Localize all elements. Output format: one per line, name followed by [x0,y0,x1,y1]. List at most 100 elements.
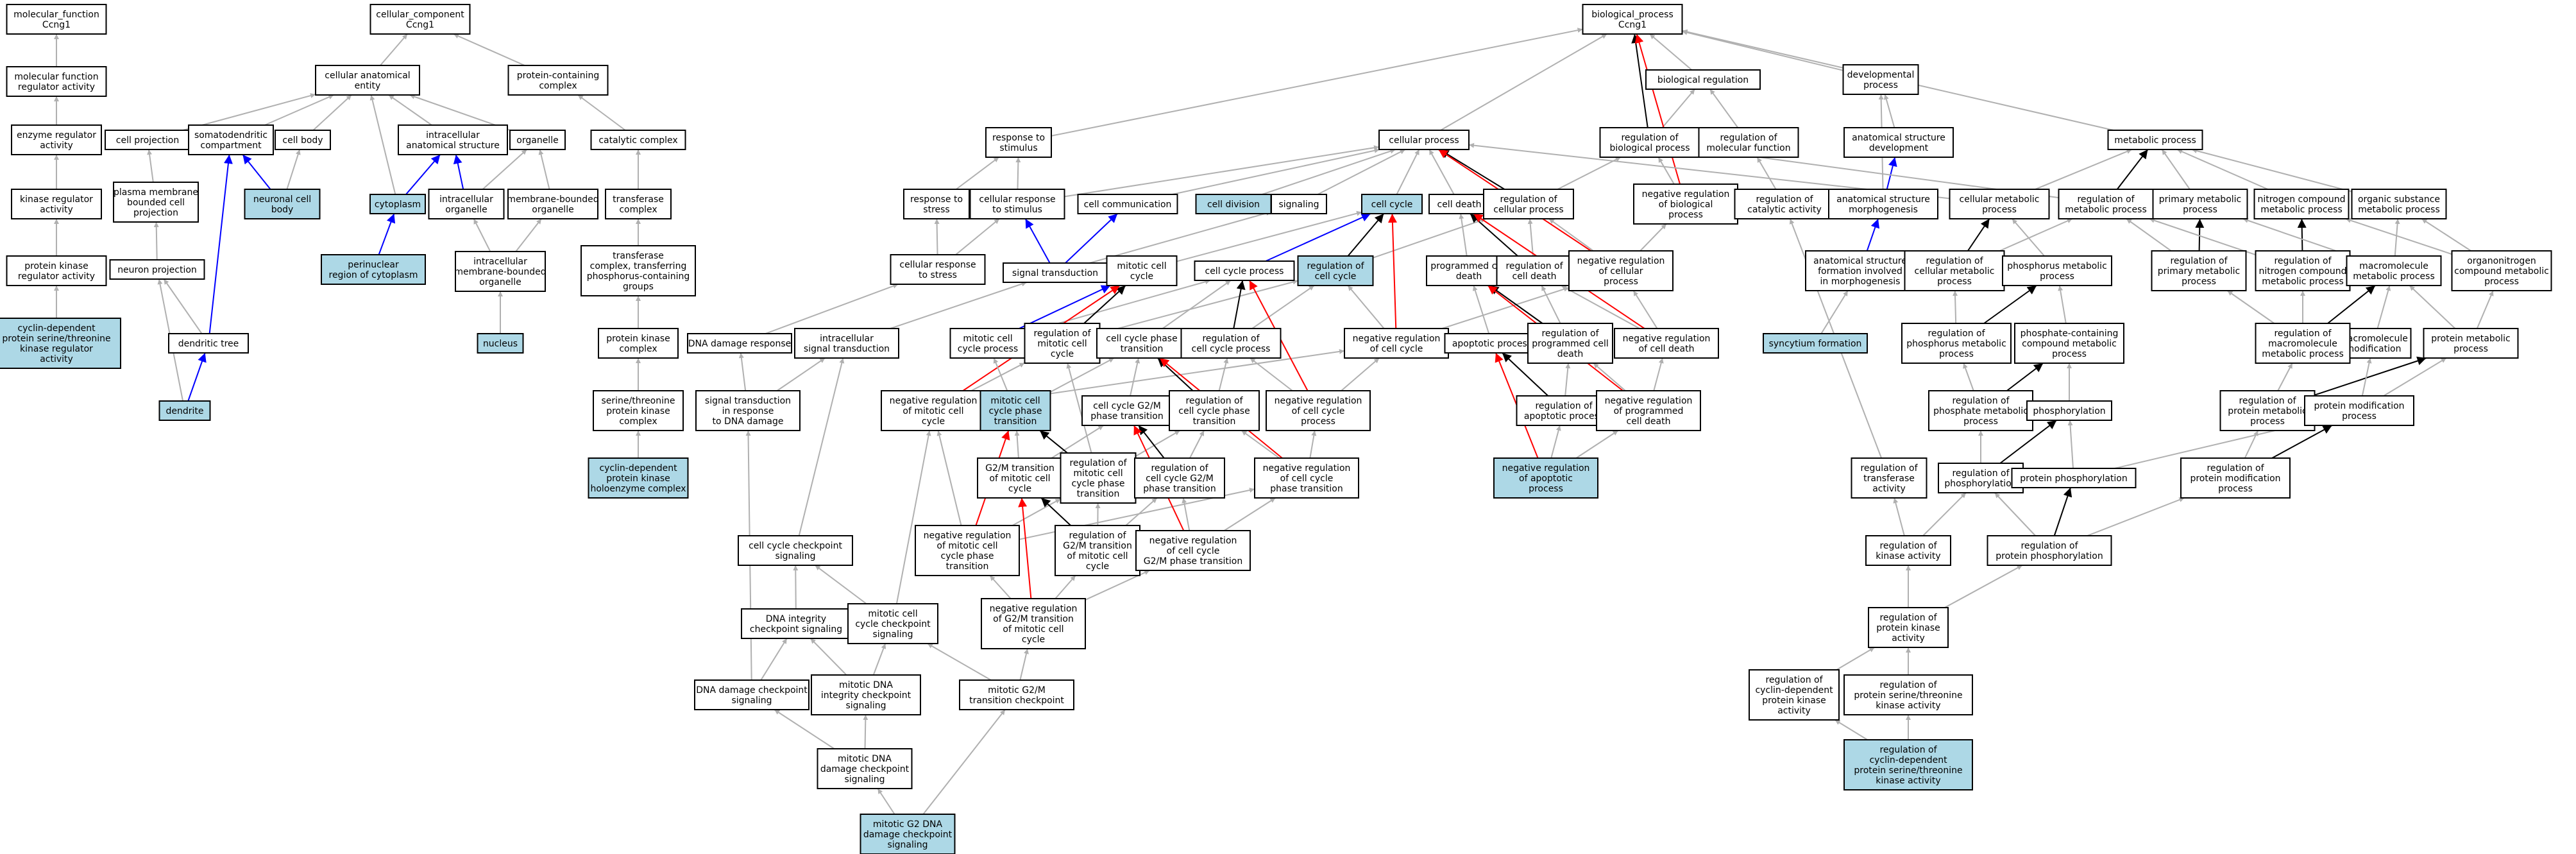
go-term-node[interactable]: dendrite [158,400,211,421]
go-term-node[interactable]: cell projection [105,130,191,150]
go-term-node[interactable]: DNA damage response [687,333,792,354]
go-term-node[interactable]: nucleus [477,333,524,354]
go-term-node[interactable]: cell cycle [1361,194,1423,214]
go-term-node[interactable]: biological regulation [1645,69,1761,90]
go-term-node[interactable]: cell communication [1077,194,1178,214]
go-term-node[interactable]: cell death [1428,194,1490,214]
go-term-node[interactable]: cell cycle process [1194,260,1295,281]
go-term-node[interactable]: signaling [1271,194,1327,214]
go-term-node[interactable]: phosphorylation [2026,400,2112,421]
go-term-node[interactable]: cell body [275,130,331,150]
go-term-node[interactable]: organelle [509,130,566,150]
go-term-node[interactable]: neuron projection [109,259,205,280]
go-term-node[interactable]: syncytium formation [1763,333,1868,354]
go-term-node[interactable]: cell division [1195,194,1272,214]
go-term-node[interactable]: metabolic process [2107,130,2203,150]
go-term-node[interactable]: apoptotic process [1444,333,1540,354]
go-term-node[interactable]: cellular process [1378,130,1470,150]
